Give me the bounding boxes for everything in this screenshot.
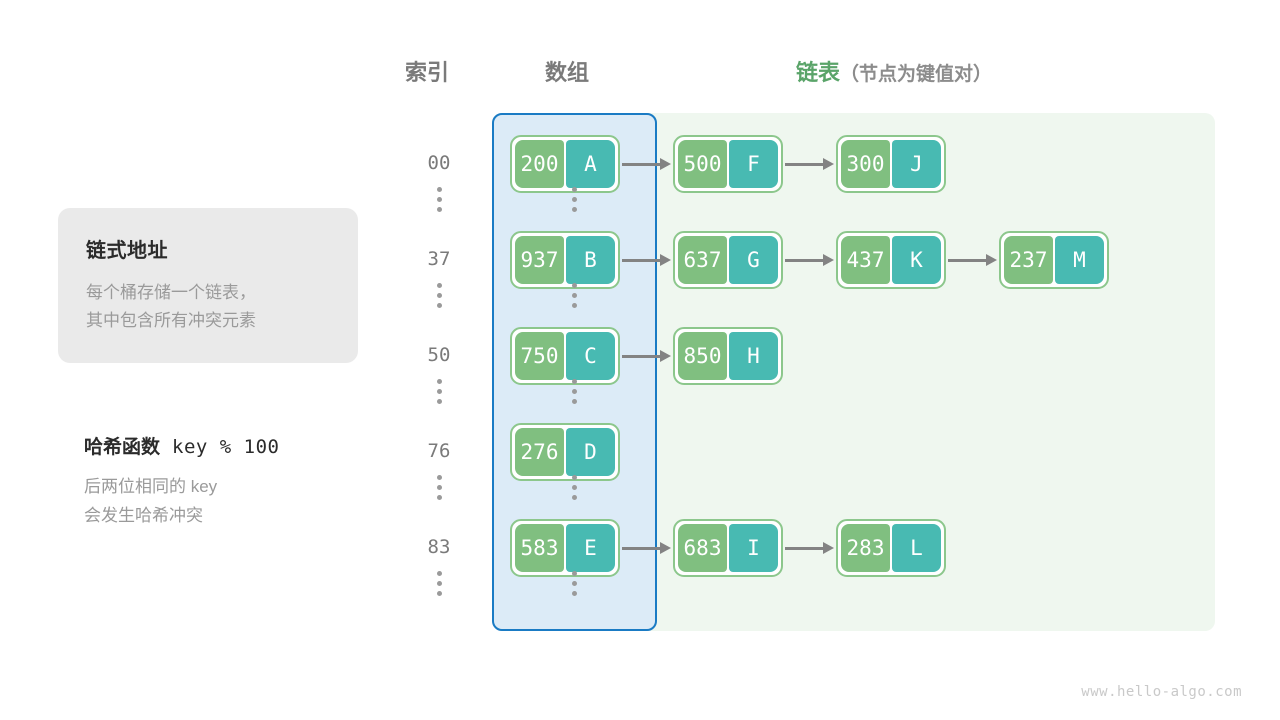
- column-header-array: 数组: [545, 60, 590, 85]
- array-ellipsis-icon: [570, 475, 578, 500]
- info-card-description: 每个桶存储一个链表， 其中包含所有冲突元素: [86, 283, 256, 331]
- next-pointer-arrow-icon: [620, 349, 673, 363]
- index-ellipsis-icon: [435, 571, 443, 596]
- column-header-linked-list: 链表（节点为键值对）: [796, 55, 992, 87]
- node-value: J: [892, 140, 941, 188]
- index-label: 50: [427, 344, 451, 366]
- node-value: M: [1055, 236, 1104, 284]
- index-label: 83: [427, 536, 451, 558]
- index-ellipsis-icon: [435, 379, 443, 404]
- hash-function-note: 哈希函数 key % 100 后两位相同的 key 会发生哈希冲突: [84, 432, 384, 531]
- array-ellipsis-icon: [570, 283, 578, 308]
- node-key: 283: [841, 524, 890, 572]
- node-value: K: [892, 236, 941, 284]
- node-value: H: [729, 332, 778, 380]
- next-pointer-arrow-icon: [946, 253, 999, 267]
- next-pointer-arrow-icon: [783, 157, 836, 171]
- node-key: 437: [841, 236, 890, 284]
- node-key: 750: [515, 332, 564, 380]
- column-header-index: 索引: [405, 60, 450, 85]
- watermark: www.hello-algo.com: [1081, 684, 1242, 700]
- node-key: 850: [678, 332, 727, 380]
- node-value: L: [892, 524, 941, 572]
- column-header-linked-list-sub: （节点为键值对）: [840, 64, 993, 85]
- node-key: 200: [515, 140, 564, 188]
- array-ellipsis-icon: [570, 187, 578, 212]
- hash-function-label: 哈希函数: [84, 437, 161, 458]
- node-value: D: [566, 428, 615, 476]
- hash-function-title: 哈希函数 key % 100: [84, 432, 384, 459]
- node-key: 276: [515, 428, 564, 476]
- index-ellipsis-icon: [435, 475, 443, 500]
- node-key: 300: [841, 140, 890, 188]
- column-header-linked-list-main: 链表: [796, 60, 841, 85]
- info-card-title: 链式地址: [86, 240, 168, 262]
- node-value: G: [729, 236, 778, 284]
- node-key: 937: [515, 236, 564, 284]
- node-key: 237: [1004, 236, 1053, 284]
- array-ellipsis-icon: [570, 571, 578, 596]
- index-label: 76: [427, 440, 451, 462]
- next-pointer-arrow-icon: [783, 541, 836, 555]
- node-value: I: [729, 524, 778, 572]
- info-card-chaining: 链式地址 每个桶存储一个链表， 其中包含所有冲突元素: [58, 208, 358, 363]
- node-key: 683: [678, 524, 727, 572]
- node-key: 583: [515, 524, 564, 572]
- next-pointer-arrow-icon: [620, 157, 673, 171]
- node-key: 637: [678, 236, 727, 284]
- node-value: A: [566, 140, 615, 188]
- hash-function-description: 后两位相同的 key 会发生哈希冲突: [84, 477, 218, 525]
- node-value: F: [729, 140, 778, 188]
- index-ellipsis-icon: [435, 283, 443, 308]
- node-value: E: [566, 524, 615, 572]
- index-column: 00 37 50 76 83: [400, 113, 478, 631]
- hash-function-formula: key % 100: [172, 436, 280, 458]
- index-label: 37: [427, 248, 451, 270]
- next-pointer-arrow-icon: [783, 253, 836, 267]
- node-value: B: [566, 236, 615, 284]
- index-ellipsis-icon: [435, 187, 443, 212]
- next-pointer-arrow-icon: [620, 253, 673, 267]
- node-value: C: [566, 332, 615, 380]
- index-label: 00: [427, 152, 451, 174]
- next-pointer-arrow-icon: [620, 541, 673, 555]
- array-ellipsis-icon: [570, 379, 578, 404]
- node-key: 500: [678, 140, 727, 188]
